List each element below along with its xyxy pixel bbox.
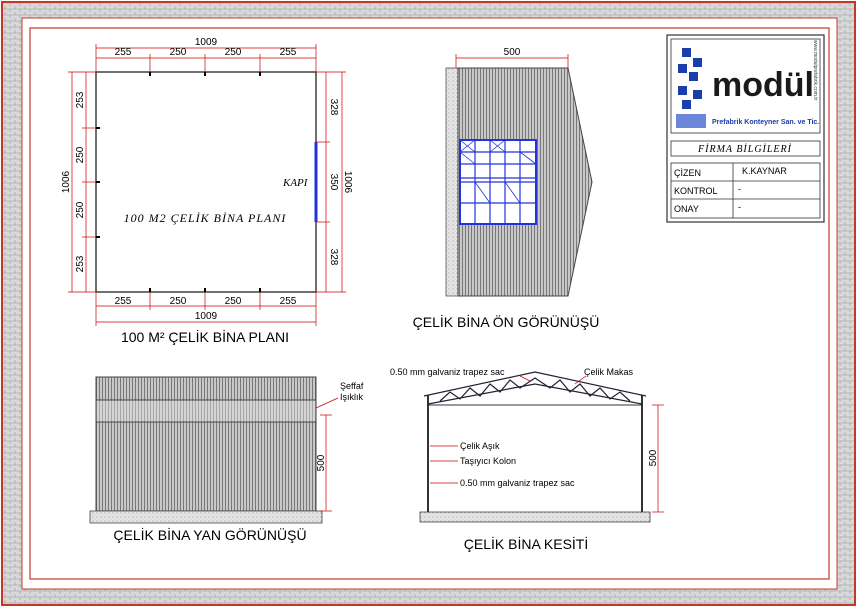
- plan-view: KAPI 100 M2 ÇELİK BİNA PLANI 1009 255: [61, 37, 353, 345]
- title-block: modül Prefabrik Konteyner San. ve Tic. w…: [666, 34, 825, 223]
- plan-left-total: 1006: [61, 170, 72, 193]
- plan-top-seg: 255: [115, 47, 132, 58]
- plan-bottom-total: 1009: [195, 311, 218, 322]
- side-view: Şeffaf Işıklık 500 ÇELİK BİNA YAN GÖRÜNÜ…: [89, 376, 364, 543]
- approval-value: -: [738, 202, 741, 212]
- plan-inner-text: 100 M2 ÇELİK BİNA PLANI: [124, 211, 287, 225]
- plan-right-total: 1006: [342, 171, 353, 194]
- skylight-label-1: Şeffaf: [340, 381, 364, 391]
- front-window: [459, 139, 537, 225]
- drawn-by-value: K.KAYNAR: [742, 166, 787, 176]
- door-label: KAPI: [282, 177, 309, 189]
- purlin-label: Çelik Aşık: [460, 441, 500, 451]
- plan-left-seg: 253: [75, 91, 86, 108]
- website: www.modulprefabrik.com.tr: [812, 40, 818, 101]
- plan-left-seg: 250: [75, 201, 86, 218]
- section-height-dim: 500: [648, 449, 659, 466]
- drawn-by-label: ÇİZEN: [674, 168, 701, 178]
- skylight-label-2: Işıklık: [340, 392, 364, 402]
- logo-text: modül: [712, 66, 814, 104]
- control-value: -: [738, 184, 741, 194]
- plan-left-seg: 253: [75, 255, 86, 272]
- roof-sheet-label: 0.50 mm galvaniz trapez sac: [390, 367, 505, 377]
- plan-right-seg: 328: [328, 249, 339, 266]
- plan-top-seg: 250: [170, 47, 187, 58]
- section-view: 0.50 mm galvaniz trapez sac Çelik Makas …: [390, 367, 664, 552]
- plan-right-seg: 350: [328, 174, 339, 191]
- column-label: Taşıyıcı Kolon: [460, 456, 516, 466]
- approval-label: ONAY: [674, 204, 699, 214]
- truss-label: Çelik Makas: [584, 367, 634, 377]
- plan-bottom-seg: 255: [280, 296, 297, 307]
- logo-subtitle: Prefabrik Konteyner San. ve Tic.: [712, 119, 819, 126]
- front-view-title: ÇELİK BİNA ÖN GÖRÜNÜŞÜ: [413, 313, 600, 330]
- side-view-title: ÇELİK BİNA YAN GÖRÜNÜŞÜ: [113, 526, 306, 543]
- side-height-dim: 500: [316, 454, 327, 471]
- skylight-band: [95, 399, 317, 423]
- plan-left-seg: 250: [75, 146, 86, 163]
- front-width-dim: 500: [504, 47, 521, 58]
- section-title: ÇELİK BİNA KESİTİ: [464, 535, 589, 552]
- front-view: 500 ÇELİK BİNA ÖN GÖRÜNÜŞÜ: [413, 47, 600, 330]
- logo-mark-icon: [676, 48, 706, 128]
- roof-truss: [423, 371, 647, 405]
- plan-bottom-seg: 255: [115, 296, 132, 307]
- plan-right-seg: 328: [328, 99, 339, 116]
- plan-bottom-seg: 250: [170, 296, 187, 307]
- plan-top-seg: 255: [280, 47, 297, 58]
- wall-sheet-label: 0.50 mm galvaniz trapez sac: [460, 478, 575, 488]
- plan-title: 100 M² ÇELİK BİNA PLANI: [121, 328, 289, 345]
- firm-info-label: FİRMA BİLGİLERİ: [697, 143, 792, 155]
- plan-bottom-seg: 250: [225, 296, 242, 307]
- control-label: KONTROL: [674, 186, 718, 196]
- plan-top-total: 1009: [195, 37, 218, 48]
- plan-top-seg: 250: [225, 47, 242, 58]
